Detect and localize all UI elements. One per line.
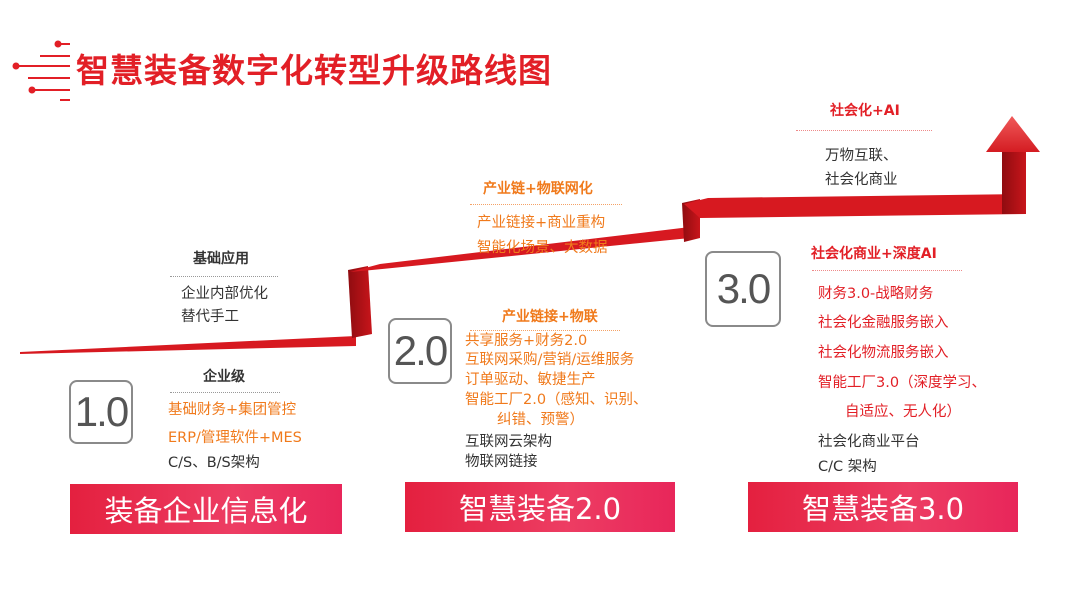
stage-1-banner: 装备企业信息化	[70, 484, 342, 534]
stage-2-upper-item: 智能化场景、大数据	[477, 240, 608, 256]
stage-3-lower-header: 社会化商业+深度AI	[811, 246, 937, 262]
stage-2-upper-header: 产业链+物联网化	[483, 181, 593, 197]
divider	[812, 270, 962, 271]
stage-1-lower-item: ERP/管理软件+MES	[168, 430, 302, 446]
stage-3-lower-item: 社会化金融服务嵌入	[818, 315, 949, 331]
stage-3-lower-item: 社会化物流服务嵌入	[818, 345, 949, 361]
stage-2-lower-item: 纠错、预警）	[497, 412, 584, 428]
divider	[170, 276, 278, 277]
stage-1-lower-item: 基础财务+集团管控	[168, 402, 297, 418]
stage-1-lower-header: 企业级	[203, 369, 245, 385]
stage-1-upper-item: 企业内部优化	[181, 286, 268, 302]
stage-3-lower-item: 自适应、无人化）	[845, 404, 961, 420]
stage-2-upper-item: 产业链接+商业重构	[477, 215, 606, 231]
stage-3-badge: 3.0	[705, 251, 781, 327]
stage-3-lower-item: 社会化商业平台	[818, 434, 920, 450]
stage-3-lower-item: 财务3.0-战略财务	[818, 286, 934, 302]
divider	[470, 330, 620, 331]
stage-2-banner: 智慧装备2.0	[405, 482, 675, 532]
step-2-tread	[350, 227, 690, 272]
stage-2-lower-item: 互联网采购/营销/运维服务	[465, 352, 635, 368]
page-title: 智慧装备数字化转型升级路线图	[76, 51, 552, 90]
stage-2-lower-item: 互联网云架构	[465, 434, 552, 450]
stage-3-upper-header: 社会化+AI	[830, 103, 900, 119]
stage-3-upper-item: 万物互联、	[825, 148, 898, 164]
stage-2-lower-item: 物联网链接	[465, 454, 538, 470]
arrow-shaft	[1002, 152, 1026, 214]
divider	[796, 130, 932, 131]
divider	[470, 204, 622, 205]
stage-2-badge: 2.0	[388, 318, 452, 384]
stage-1-upper-item: 替代手工	[181, 309, 239, 325]
stage-3-upper-item: 社会化商业	[825, 172, 898, 188]
stage-3-lower-item: C/C 架构	[818, 459, 877, 475]
divider	[170, 392, 280, 393]
stage-1-badge: 1.0	[69, 380, 133, 444]
stage-2-lower-header: 产业链接+物联	[502, 309, 598, 325]
stage-2-lower-item: 订单驱动、敏捷生产	[465, 372, 596, 388]
stage-3-lower-item: 智能工厂3.0（深度学习、	[818, 375, 987, 391]
step-3-tread	[684, 194, 1026, 218]
title-speed-lines	[12, 40, 70, 101]
stage-2-lower-item: 共享服务+财务2.0	[465, 333, 588, 349]
step-1-tread	[20, 336, 356, 354]
step-1-riser	[348, 266, 372, 338]
stage-1-upper-header: 基础应用	[193, 251, 249, 267]
stage-1-lower-item: C/S、B/S架构	[168, 455, 260, 471]
stage-3-banner: 智慧装备3.0	[748, 482, 1018, 532]
arrow-head	[986, 116, 1040, 152]
stage-2-lower-item: 智能工厂2.0（感知、识别、	[465, 392, 648, 408]
